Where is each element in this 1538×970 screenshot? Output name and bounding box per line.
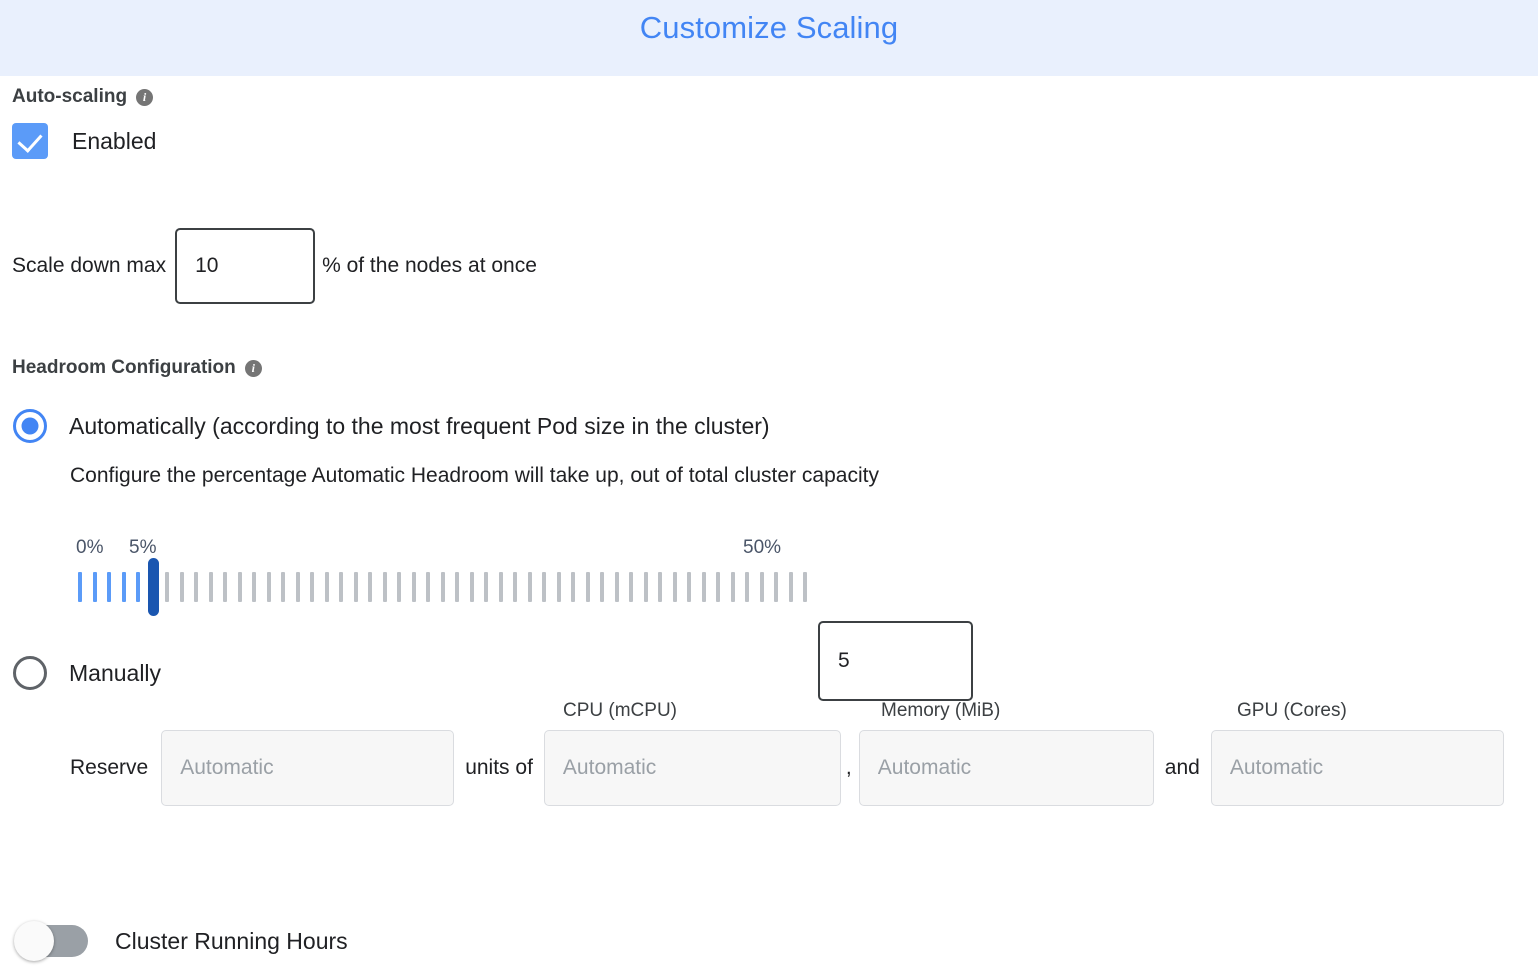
slider-tick: [426, 572, 430, 602]
slider-tick: [600, 572, 604, 602]
reserve-row: Reserve units of , and: [70, 730, 1504, 806]
slider-tick: [353, 572, 358, 602]
slider-tick: [165, 572, 169, 602]
reserve-gpu-input[interactable]: [1210, 730, 1504, 806]
comma-separator: ,: [845, 756, 852, 779]
slider-tick: [585, 572, 590, 602]
cluster-running-hours-row[interactable]: Cluster Running Hours: [14, 921, 348, 961]
slider-tick: [92, 572, 97, 602]
slider-track[interactable]: [78, 558, 808, 616]
slider-tick: [252, 572, 256, 602]
slider-tick: [672, 572, 677, 602]
cluster-running-hours-label: Cluster Running Hours: [115, 927, 348, 954]
slider-tick: [208, 572, 213, 602]
slider-max-label: 50%: [743, 537, 782, 558]
headroom-automatic-radio[interactable]: [13, 409, 47, 443]
slider-value-label: 5%: [129, 537, 157, 558]
slider-tick: [774, 572, 778, 602]
slider-tick: [455, 572, 459, 602]
headroom-configuration-label-text: Headroom Configuration: [12, 357, 236, 378]
slider-tick: [759, 572, 764, 602]
reserve-units-input[interactable]: [161, 730, 455, 806]
scale-down-max-label: Scale down max: [12, 254, 167, 277]
slider-tick: [266, 572, 271, 602]
headroom-manual-label: Manually: [69, 659, 162, 686]
slider-tick: [107, 572, 111, 602]
slider-tick: [484, 572, 488, 602]
enabled-checkbox[interactable]: [12, 123, 48, 159]
slider-tick: [701, 572, 706, 602]
slider-tick: [179, 572, 184, 602]
headroom-configuration-section-label: Headroom Configuration i: [12, 357, 262, 379]
reserve-cpu-input[interactable]: [543, 730, 841, 806]
slider-tick: [295, 572, 300, 602]
units-of-label: units of: [465, 756, 533, 779]
auto-scaling-section-label: Auto-scaling i: [12, 86, 154, 108]
slider-tick: [440, 572, 445, 602]
and-label: and: [1164, 756, 1200, 779]
reserve-memory-input[interactable]: [858, 730, 1154, 806]
scale-down-max-suffix: % of the nodes at once: [322, 254, 537, 277]
column-header-memory: Memory (MiB): [881, 700, 1001, 721]
headroom-automatic-description: Configure the percentage Automatic Headr…: [70, 464, 879, 487]
slider-tick: [411, 572, 416, 602]
column-header-gpu: GPU (Cores): [1237, 700, 1347, 721]
scale-down-max-row: Scale down max % of the nodes at once: [12, 228, 537, 304]
slider-tick: [498, 572, 503, 602]
headroom-percentage-slider[interactable]: 0% 5% 50%: [76, 537, 808, 616]
slider-tick: [803, 572, 807, 602]
slider-tick: [788, 572, 793, 602]
auto-scaling-label-text: Auto-scaling: [12, 86, 128, 107]
slider-tick: [556, 572, 561, 602]
slider-tick: [469, 572, 474, 602]
slider-tick: [745, 572, 749, 602]
slider-tick: [614, 572, 619, 602]
slider-tick: [368, 572, 372, 602]
headroom-automatic-label: Automatically (according to the most fre…: [69, 412, 770, 439]
slider-tick: [136, 572, 140, 602]
scale-down-max-input[interactable]: [175, 228, 316, 304]
slider-tick: [382, 572, 387, 602]
headroom-automatic-radio-row[interactable]: Automatically (according to the most fre…: [13, 409, 770, 443]
slider-min-label: 0%: [76, 537, 104, 558]
slider-tick: [571, 572, 575, 602]
column-header-cpu: CPU (mCPU): [563, 700, 677, 721]
info-icon[interactable]: i: [136, 88, 154, 106]
headroom-manual-radio-row[interactable]: Manually: [13, 656, 161, 690]
slider-tick: [223, 572, 227, 602]
slider-tick: [397, 572, 401, 602]
slider-tick: [527, 572, 532, 602]
cluster-running-hours-toggle[interactable]: [14, 921, 88, 961]
slider-tick: [643, 572, 648, 602]
slider-tick: [310, 572, 314, 602]
slider-tick: [542, 572, 546, 602]
slider-tick: [324, 572, 329, 602]
slider-thumb[interactable]: [147, 558, 159, 616]
slider-tick: [237, 572, 242, 602]
slider-tick: [629, 572, 633, 602]
headroom-percentage-input[interactable]: [818, 621, 973, 701]
slider-tick: [658, 572, 662, 602]
slider-tick: [687, 572, 691, 602]
toggle-knob: [14, 921, 54, 961]
slider-tick: [281, 572, 285, 602]
slider-tick: [121, 572, 126, 602]
headroom-manual-radio[interactable]: [13, 656, 47, 690]
slider-tick: [716, 572, 720, 602]
enabled-checkbox-label: Enabled: [72, 127, 157, 154]
slider-tick: [730, 572, 735, 602]
slider-tick: [78, 572, 82, 602]
info-icon[interactable]: i: [244, 359, 262, 377]
auto-scaling-enabled-row[interactable]: Enabled: [12, 123, 156, 159]
dialog-body: Auto-scaling i Enabled Scale down max % …: [0, 76, 1538, 970]
dialog-header: Customize Scaling: [0, 0, 1538, 76]
reserve-label: Reserve: [70, 756, 149, 779]
slider-tick: [339, 572, 343, 602]
slider-tick: [194, 572, 198, 602]
page-title: Customize Scaling: [639, 10, 899, 45]
slider-tick: [513, 572, 517, 602]
